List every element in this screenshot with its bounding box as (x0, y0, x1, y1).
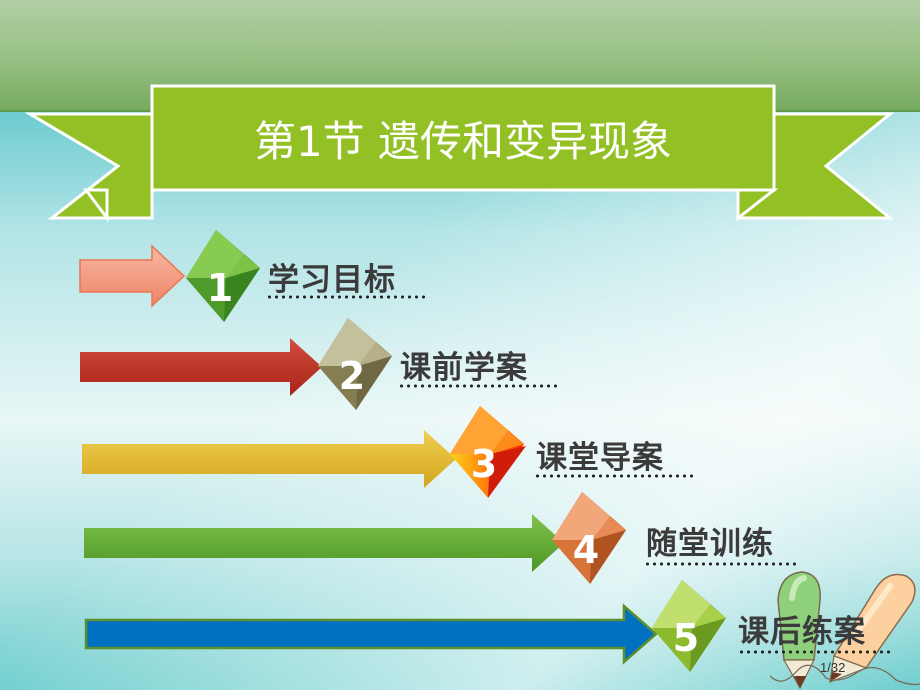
cube-number: 3 (470, 442, 498, 486)
number-cube-3: 3 (450, 404, 530, 500)
arrow-right-icon (79, 244, 186, 308)
cube-number: 2 (338, 354, 366, 398)
menu-item-label-5: 课后练案 (738, 614, 866, 650)
dotted-underline (644, 562, 800, 566)
menu-item-label: 随堂训练 (646, 526, 774, 562)
arrow-right-icon (82, 430, 456, 488)
number-cube-1: 1 (186, 228, 266, 324)
menu-item-label: 课堂导案 (536, 440, 664, 476)
arrow-right-icon (80, 338, 322, 396)
number-cube-5: 5 (652, 578, 732, 674)
slide-title: 第1节 遗传和变异现象 (253, 116, 673, 166)
pencils-icon (770, 571, 920, 690)
number-cube-4: 4 (552, 490, 632, 586)
arrow-right-icon (84, 603, 658, 665)
number-cube-2: 2 (318, 316, 398, 412)
dotted-underline (266, 295, 428, 299)
arrow-right-icon (84, 514, 564, 572)
menu-item-label: 课前学案 (400, 350, 528, 386)
page-indicator: 1/32 (820, 660, 846, 675)
dotted-underline (398, 384, 560, 388)
dotted-underline (738, 650, 894, 654)
cube-number: 1 (206, 266, 234, 310)
cube-number: 5 (672, 616, 700, 660)
ribbon-banner-icon (24, 84, 895, 223)
dotted-underline (534, 474, 696, 478)
menu-item-label: 学习目标 (268, 262, 396, 298)
cube-number: 4 (572, 528, 600, 572)
